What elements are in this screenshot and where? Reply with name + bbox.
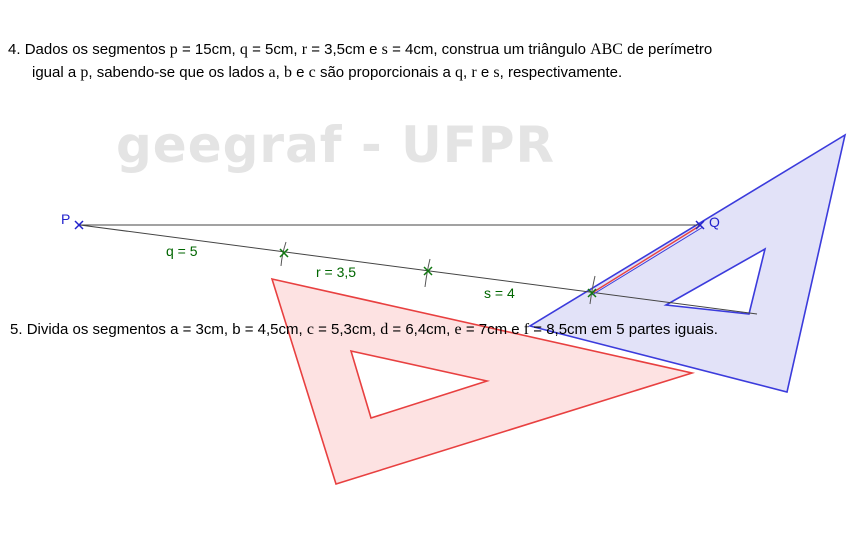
- math-var: c: [306, 321, 314, 338]
- parallel-line: [591, 224, 702, 294]
- text: = 15cm,: [181, 41, 236, 58]
- point-q-marker: [695, 220, 705, 230]
- text: Dados os segmentos: [24, 41, 166, 58]
- text: = 4cm, construa um triângulo: [392, 41, 586, 58]
- math-var: s: [381, 41, 388, 58]
- division-mark-1: [279, 248, 289, 258]
- math-var: ABC: [590, 41, 623, 58]
- question-4-line-2: igual a p, sabendo-se que os lados a, b …: [8, 61, 848, 84]
- blue-set-square: [527, 133, 847, 393]
- point-p-marker: [74, 220, 84, 230]
- text: = 5,3cm,: [318, 321, 377, 338]
- math-var: p: [169, 41, 178, 58]
- parallel-line-shadow: [591, 226, 704, 296]
- math-var: r: [301, 41, 308, 58]
- math-var: e: [454, 321, 462, 338]
- division-mark-3: [587, 288, 597, 298]
- math-var: b: [283, 64, 292, 81]
- text: , respectivamente.: [499, 64, 623, 81]
- text: = 6,4cm,: [392, 321, 451, 338]
- label-seg-s: s = 4: [484, 285, 515, 301]
- red-set-square: [270, 277, 696, 486]
- text: = 5cm,: [252, 41, 298, 58]
- text: são proporcionais a: [319, 64, 451, 81]
- division-marks: [279, 248, 597, 298]
- text: Divida os segmentos a = 3cm, b = 4,5cm,: [26, 321, 303, 338]
- math-var: p: [80, 64, 89, 81]
- arc-mark-3: [589, 275, 596, 305]
- math-var: r: [471, 64, 477, 81]
- math-var: q: [239, 41, 248, 58]
- text: e: [480, 64, 490, 81]
- text: , sabendo-se que os lados: [88, 64, 265, 81]
- math-var: d: [380, 321, 389, 338]
- auxiliary-line: [79, 224, 758, 315]
- text: = 3,5cm e: [311, 41, 378, 58]
- math-var: a: [268, 64, 276, 81]
- text: igual a: [32, 64, 77, 81]
- text: ,: [463, 64, 468, 81]
- question-5: 5. Divida os segmentos a = 3cm, b = 4,5c…: [10, 321, 718, 339]
- math-var: f: [523, 321, 530, 338]
- label-point-p: P: [61, 211, 70, 227]
- question-number: 5.: [10, 321, 23, 338]
- text: = 8,5cm em 5 partes iguais.: [533, 321, 718, 338]
- text: = 7cm e: [465, 321, 520, 338]
- question-number: 4.: [8, 41, 21, 58]
- math-var: s: [493, 64, 500, 81]
- text: e: [296, 64, 305, 81]
- division-mark-2: [423, 266, 433, 276]
- label-seg-r: r = 3,5: [316, 264, 356, 280]
- math-var: q: [455, 64, 464, 81]
- label-point-q: Q: [709, 214, 720, 230]
- label-seg-q: q = 5: [166, 243, 198, 259]
- text: ,: [275, 64, 280, 81]
- watermark: geegraf - UFPR: [116, 116, 556, 174]
- text: de perímetro: [627, 41, 713, 58]
- math-var: c: [308, 64, 316, 81]
- question-4: 4. Dados os segmentos p = 15cm, q = 5cm,…: [8, 38, 848, 84]
